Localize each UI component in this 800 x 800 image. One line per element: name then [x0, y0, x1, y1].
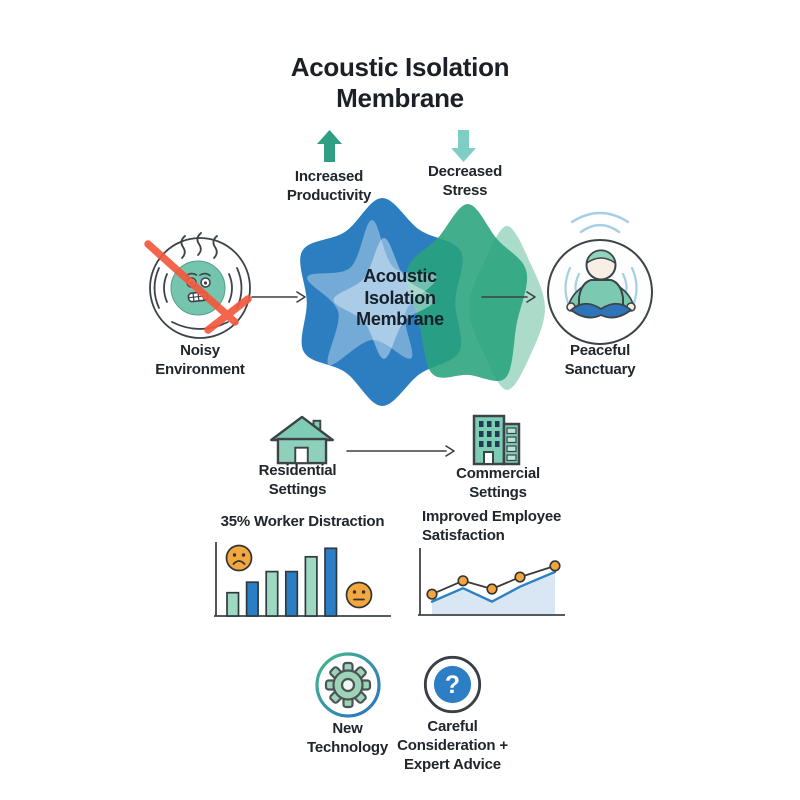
house-icon: [270, 415, 334, 465]
bar-1: [245, 581, 259, 617]
peaceful-sanctuary-icon: [547, 211, 653, 345]
membrane-blob: [300, 197, 546, 407]
bar-4: [304, 555, 318, 617]
bar-2: [265, 570, 279, 617]
building-icon: [472, 414, 521, 466]
sad-face-icon: [225, 544, 253, 572]
gear-icon: [324, 661, 372, 709]
benefit-label-stress: Decreased Stress: [427, 163, 503, 200]
settings-arrow-icon: [346, 445, 455, 457]
benefit-label-productivity: Increased Productivity: [286, 168, 372, 205]
annex-windows: [506, 427, 517, 462]
red-cross-icon: [144, 240, 252, 334]
area-fill: [432, 571, 555, 615]
up-arrow-icon: [317, 130, 342, 162]
question-icon: ?: [423, 655, 482, 714]
blob-highlight-inner: [333, 237, 435, 359]
calm-wave-top-icon: [570, 211, 630, 234]
blob-layer-green: [406, 203, 528, 381]
neutral-face-icon: [345, 581, 373, 609]
gradient-ring: [315, 652, 381, 718]
data-point-0: [426, 588, 438, 600]
question-inner-circle: [433, 665, 472, 704]
new-technology-label: New Technology: [306, 720, 389, 757]
page-title: Acoustic Isolation Membrane: [290, 52, 510, 113]
careful-consideration-label: Careful Consideration + Expert Advice: [397, 718, 508, 774]
noisy-environment-label: Noisy Environment: [155, 342, 245, 379]
up-arrow-shape: [317, 130, 342, 162]
bar-5: [324, 547, 338, 617]
area-line: [430, 570, 557, 603]
bar-0: [226, 591, 240, 617]
employee-satisfaction-line-chart: [418, 548, 565, 616]
data-point-2: [486, 583, 498, 595]
line-series: [426, 560, 561, 615]
worker-distraction-bar-chart: [214, 542, 391, 617]
building-windows: [479, 421, 500, 447]
data-point-3: [514, 571, 526, 583]
flow-arrow-icon: [251, 291, 306, 303]
meditating-person-icon: [566, 249, 636, 319]
blob-highlight-outer: [307, 220, 437, 366]
flow-arrow-icon: [481, 291, 536, 303]
stress-squiggle-icon: [180, 232, 218, 259]
commercial-settings-label: Commercial Settings: [456, 465, 540, 502]
question-glyph: ?: [445, 672, 460, 699]
bar-series: [226, 547, 338, 617]
bar-chart-title: 35% Worker Distraction: [220, 513, 385, 530]
bar-3: [284, 570, 299, 617]
membrane-label: Acoustic Isolation Membrane: [356, 266, 444, 330]
blob-layer-blue: [300, 197, 463, 407]
new-technology-badge: [315, 652, 381, 718]
line-chart-title: Improved Employee Satisfaction: [422, 508, 562, 545]
down-arrow-shape: [451, 130, 476, 162]
down-arrow-icon: [451, 130, 476, 162]
data-point-1: [457, 575, 469, 587]
noisy-environment-icon: [144, 232, 252, 339]
peaceful-sanctuary-label: Peaceful Sanctuary: [564, 342, 636, 379]
data-point-4: [549, 560, 561, 572]
residential-settings-label: Residential Settings: [258, 462, 337, 499]
